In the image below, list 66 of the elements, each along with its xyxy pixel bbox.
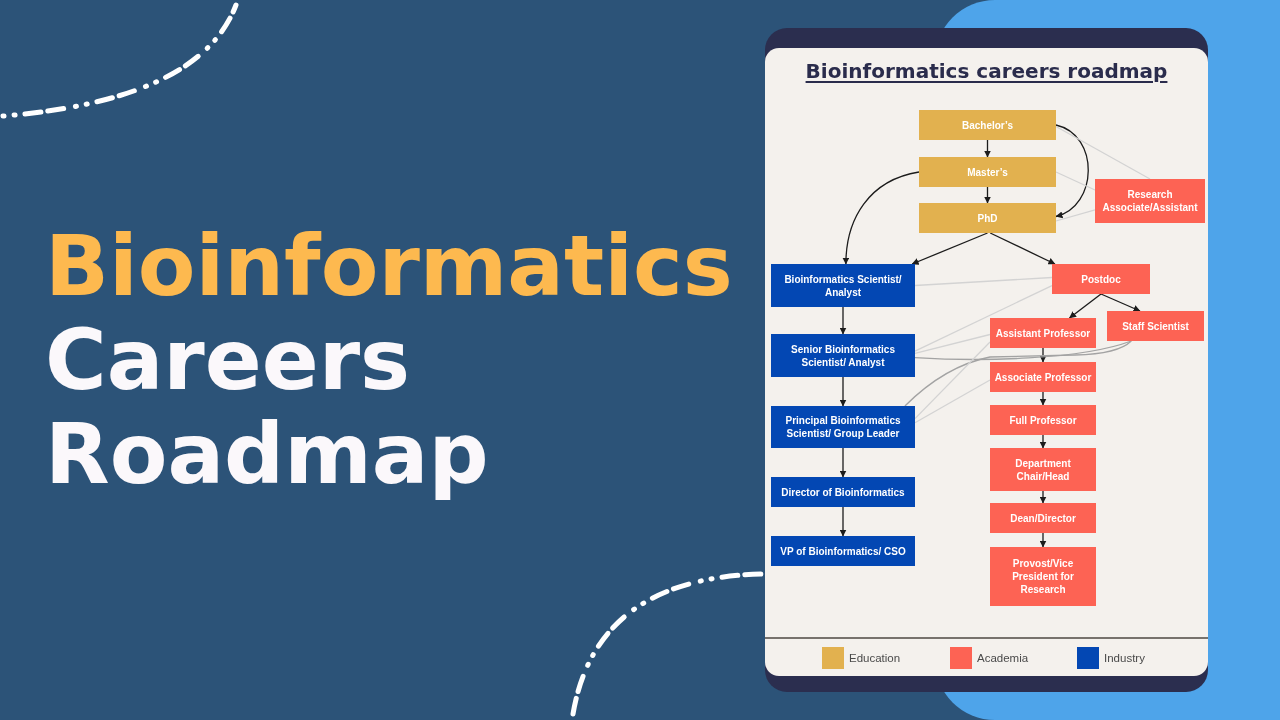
stage-label: Staff Scientist (1122, 319, 1189, 333)
arrow (911, 232, 989, 265)
arrow (842, 171, 920, 265)
career-stage-box (919, 203, 1056, 233)
arrow (1100, 293, 1141, 312)
stage-label: Senior Bioinformatics Scientist/ Analyst (790, 342, 896, 369)
career-stage-box (771, 264, 915, 307)
connector-line (1055, 209, 1096, 222)
connector-line (914, 276, 1053, 287)
career-stage-box (771, 536, 915, 566)
career-stage-box (771, 406, 915, 448)
career-stage-box (990, 405, 1096, 435)
stage-label: Director of Bioinformatics (781, 485, 905, 499)
connector-line (1055, 125, 1151, 180)
stage-label: Bachelor’s (961, 118, 1014, 132)
career-stage-box (990, 362, 1096, 392)
stage-label: Principal Bioinformatics Scientist/ Group Leader (784, 414, 902, 440)
arrow (1039, 391, 1047, 406)
arrow (1055, 124, 1089, 218)
arrow (839, 306, 847, 335)
stage-label: Bioinformatics Scientist/ Analyst (783, 272, 903, 299)
legend-label: Education (849, 651, 901, 665)
arrow (1039, 434, 1047, 449)
stage-label: Associate Professor (994, 370, 1092, 384)
arrow (989, 232, 1056, 265)
arrow (1068, 293, 1102, 319)
connector-line (914, 379, 991, 424)
career-stage-box (990, 448, 1096, 491)
career-stage-box (771, 477, 915, 507)
career-stage-box (1107, 311, 1204, 341)
career-stage-box (990, 318, 1096, 348)
arrow (839, 506, 847, 537)
stage-label: Master’s (967, 165, 1008, 179)
legend-label: Academia (977, 651, 1029, 665)
connector-line (914, 333, 991, 354)
stage-label: Provost/Vice President for Research (1011, 557, 1075, 596)
career-stage-box (1052, 264, 1150, 294)
arrow (1039, 347, 1047, 363)
career-stage-box (771, 334, 915, 377)
career-stage-box (990, 547, 1096, 606)
career-stage-box (1095, 179, 1205, 223)
connector-line (914, 341, 991, 420)
stage-label: Postdoc (1081, 272, 1121, 286)
arrow (839, 376, 847, 407)
legend-label: Industry (1104, 651, 1145, 665)
stage-label: Department Chair/Head (1014, 456, 1072, 483)
connector-line (1055, 171, 1096, 191)
stage-label: PhD (977, 211, 998, 225)
career-stage-box (919, 157, 1056, 187)
stage-label: Assistant Professor (995, 326, 1091, 340)
arrow (839, 447, 847, 478)
stage-label: Research Associate/Assistant (1101, 188, 1199, 214)
career-stage-box (990, 503, 1096, 533)
hero-title: Bioinformatics Careers Roadmap (45, 219, 734, 501)
arrow (1039, 490, 1047, 504)
career-stage-box (919, 110, 1056, 140)
connector-line (914, 284, 1053, 352)
arrow (984, 186, 991, 204)
arrow (984, 139, 991, 158)
card-heading: Bioinformatics careers roadmap (805, 58, 1168, 84)
stage-label: Dean/Director (1010, 511, 1076, 525)
stage-label: VP of Bioinformatics/ CSO (780, 544, 906, 558)
connector-line (914, 340, 1132, 361)
connector-line (904, 340, 1132, 407)
arrow (1039, 532, 1047, 548)
stage-label: Full Professor (1009, 413, 1077, 427)
